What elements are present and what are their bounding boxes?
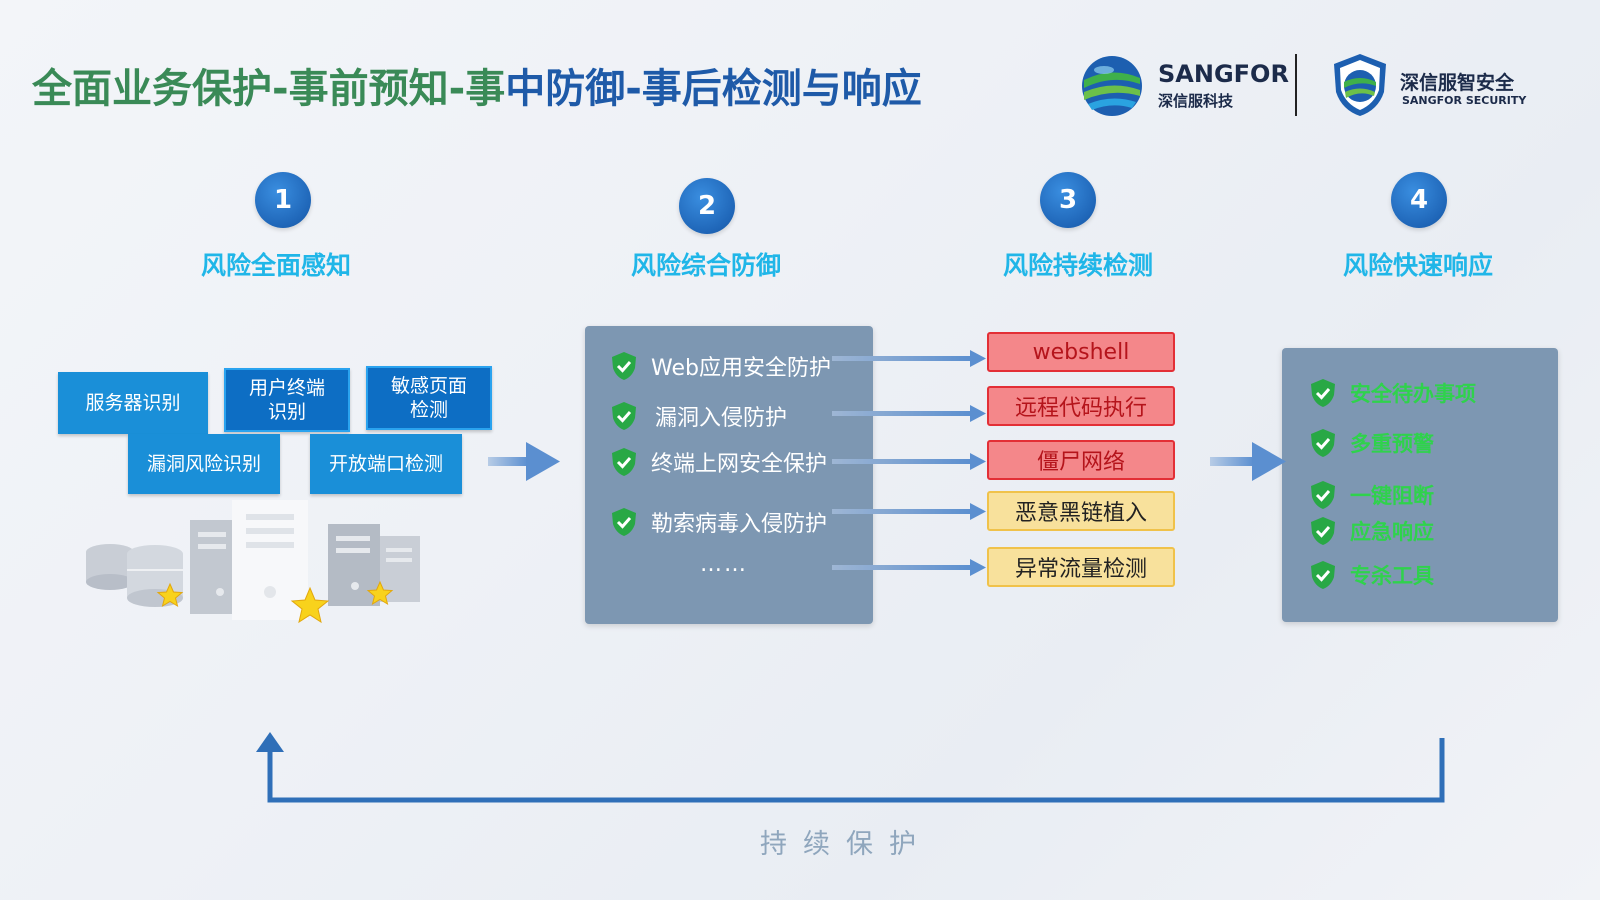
server-icon-left (190, 520, 248, 614)
database-icon (86, 544, 183, 607)
step-4-label: 风险快速响应 (1342, 251, 1493, 280)
detection-item-botnet: 僵尸网络 (987, 440, 1175, 480)
shield-check-icon (612, 508, 636, 536)
title-part-2: 中防御-事后检测与响应 (505, 66, 922, 112)
star-icon-1 (156, 582, 184, 608)
sangfor-logo-cn: 深信服科技 (1158, 92, 1234, 110)
step-1-badge: 1 (255, 172, 311, 228)
response-item-label: 多重预警 (1350, 432, 1434, 456)
sangfor-globe-logo (1082, 56, 1142, 116)
defense-item-label: 终端上网安全保护 (651, 452, 828, 477)
logo-area: SANGFOR 深信服科技 深信服智安全 SANGFOR SECURITY (1080, 52, 1550, 122)
response-item: 应急响应 (1310, 516, 1434, 546)
defense-item-label: Web应用安全防护 (651, 356, 831, 381)
security-logo-en: SANGFOR SECURITY (1402, 94, 1527, 107)
shield-check-icon (1311, 379, 1335, 407)
logo-divider (1295, 54, 1297, 116)
tag-vulnerability-risk-identification: 漏洞风险识别 (128, 434, 280, 494)
sangfor-logo-text: SANGFOR (1158, 60, 1289, 88)
page-title: 全面业务保护-事前预知-事中防御-事后检测与响应 (32, 56, 922, 114)
arrow-stage3-to-stage4 (1210, 442, 1286, 481)
step-3-label: 风险持续检测 (1002, 251, 1153, 280)
defense-item: 终端上网安全保护 (611, 446, 827, 478)
arrow-stage1-to-stage2 (488, 442, 560, 481)
security-logo-cn: 深信服智安全 (1400, 72, 1515, 94)
defense-item: 勒索病毒入侵防护 (611, 506, 827, 538)
step-1-label: 风险全面感知 (200, 251, 351, 280)
step-4-badge: 4 (1391, 172, 1447, 228)
defense-item-label: 勒索病毒入侵防护 (651, 512, 828, 537)
shield-check-icon (1311, 517, 1335, 545)
response-item: 多重预警 (1310, 428, 1434, 458)
step-2-badge: 2 (679, 178, 735, 234)
server-icon-right (328, 524, 420, 606)
response-item: 安全待办事项 (1310, 378, 1476, 408)
response-item-label: 一键阻断 (1350, 484, 1434, 508)
defense-item: 漏洞入侵防护 (611, 400, 787, 432)
detection-item-remote-code-execution: 远程代码执行 (987, 386, 1175, 426)
star-icon-2 (290, 586, 330, 624)
server-icon-center (232, 500, 308, 620)
response-item: 专杀工具 (1310, 560, 1434, 590)
response-item: 一键阻断 (1310, 480, 1434, 510)
continuous-protection-loop (256, 732, 1445, 803)
defense-item-label: 漏洞入侵防护 (655, 406, 788, 431)
defense-ellipsis: …… (700, 552, 748, 577)
shield-check-icon (1311, 429, 1335, 457)
detection-item-webshell: webshell (987, 332, 1175, 372)
shield-check-icon (1311, 481, 1335, 509)
shield-check-icon (1311, 561, 1335, 589)
tag-open-port-detection: 开放端口检测 (310, 434, 462, 494)
detection-item-abnormal-traffic: 异常流量检测 (987, 547, 1175, 587)
tag-sensitive-page-detection: 敏感页面 检测 (366, 366, 492, 430)
detection-item-malicious-link: 恶意黑链植入 (987, 491, 1175, 531)
continuous-protection-label: 持续保护 (760, 829, 932, 860)
shield-check-icon (612, 352, 636, 380)
defense-panel: Web应用安全防护 漏洞入侵防护 终端上网安全保护 勒索病毒入侵防护 …… (585, 326, 873, 624)
response-panel: 安全待办事项 多重预警 一键阻断 应急响应 专杀工具 (1282, 348, 1558, 622)
tag-server-identification: 服务器识别 (58, 372, 208, 434)
security-shield-logo (1334, 54, 1386, 116)
step-2-label: 风险综合防御 (630, 251, 781, 280)
response-item-label: 安全待办事项 (1350, 382, 1476, 406)
defense-item: Web应用安全防护 (611, 350, 831, 382)
shield-check-icon (612, 402, 636, 430)
tag-user-terminal-identification: 用户终端 识别 (224, 368, 350, 432)
shield-check-icon (612, 448, 636, 476)
title-part-1: 全面业务保护-事前预知-事 (32, 66, 506, 112)
response-item-label: 专杀工具 (1350, 564, 1434, 588)
star-icon-3 (366, 580, 394, 606)
step-3-badge: 3 (1040, 172, 1096, 228)
response-item-label: 应急响应 (1350, 520, 1434, 544)
